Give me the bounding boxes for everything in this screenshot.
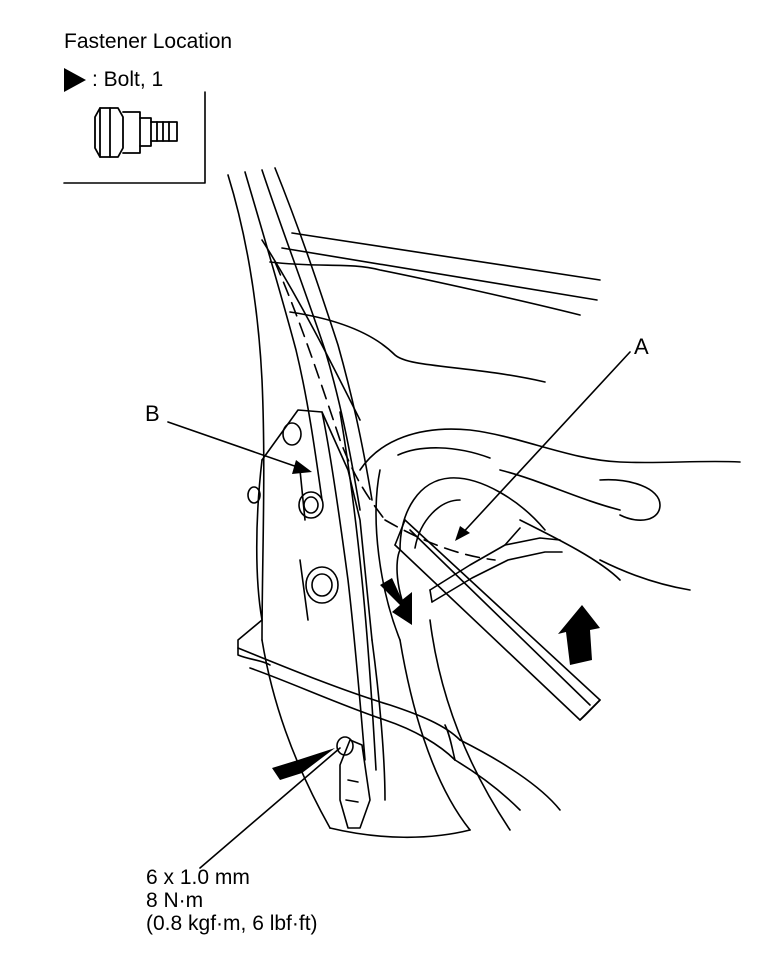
removal-arrow-down-icon: [380, 578, 412, 625]
torque-spec: 6 x 1.0 mm 8 N·m (0.8 kgf·m, 6 lbf·ft): [146, 866, 318, 935]
leader-a: [457, 351, 631, 539]
dashboard-outline: [359, 428, 741, 591]
torque-alt-units: (0.8 kgf·m, 6 lbf·ft): [146, 912, 318, 935]
bolt-size: 6 x 1.0 mm: [146, 866, 250, 889]
legend-title: Fastener Location: [64, 30, 233, 53]
windshield-frame: [269, 232, 601, 383]
torque-nm: 8 N·m: [146, 889, 204, 912]
legend-bolt-row: : Bolt, 1: [64, 68, 163, 92]
leader-b: [167, 421, 307, 471]
pillar-base-bracket: [329, 619, 511, 839]
leader-b-arrowhead: [292, 460, 312, 474]
wire-harness: [237, 647, 561, 811]
install-arrow-up-icon: [558, 605, 600, 665]
door-weatherstrip-a: [394, 519, 601, 721]
legend-box: [63, 91, 206, 184]
callout-label-a: A: [634, 334, 649, 359]
hidden-line: [274, 261, 496, 561]
bolt-icon: [94, 107, 178, 158]
leader-spec: [199, 747, 341, 869]
leader-a-arrowhead: [455, 526, 470, 541]
pillar-trim-b: [237, 409, 377, 771]
bolt-marker-triangle-icon: [64, 68, 86, 92]
legend-bolt-label: : Bolt, 1: [92, 68, 164, 91]
callout-label-b: B: [145, 401, 160, 426]
bolt-location-arrow-icon: [272, 748, 335, 780]
